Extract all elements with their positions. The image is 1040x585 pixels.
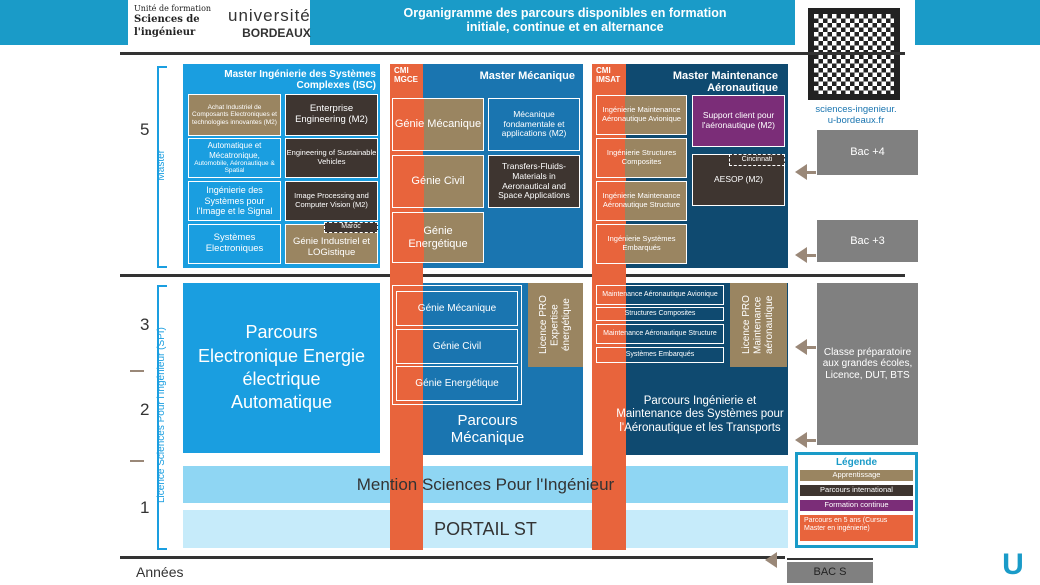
licence-maint-avionique[interactable]: Maintenance Aéronautique Avionique — [596, 285, 724, 305]
portail-st[interactable]: PORTAIL ST — [434, 518, 537, 539]
legend-apprentissage: Apprentissage — [800, 470, 913, 481]
licence-genie-energetique[interactable]: Génie Energétique — [396, 366, 518, 401]
ub-logo: université BORDEAUX — [228, 6, 311, 40]
lpro-expertise-energetique[interactable]: Licence PRO Expertise énergétique — [528, 283, 583, 367]
ufr-logo-line: l'ingénieur — [134, 26, 196, 38]
years-label: Années — [136, 564, 184, 580]
legend-international: Parcours international — [800, 485, 913, 496]
isc-enterprise[interactable]: Enterprise Engineering (M2) — [285, 94, 378, 136]
year-3: 3 — [140, 315, 150, 334]
maint-structure[interactable]: Ingénierie Maintenance Aéronautique Stru… — [596, 181, 687, 221]
cmi-mgce-label: CMI MGCE — [394, 66, 418, 84]
mention-bar-background — [183, 466, 788, 503]
header-logo-area: Unité de formation Sciences de l'ingénie… — [128, 0, 311, 45]
isc-automatique[interactable]: Automatique et Mécatronique, Automobile,… — [188, 138, 281, 178]
divider — [787, 558, 873, 560]
year-2: 2 — [140, 400, 150, 419]
arrow-left-icon — [765, 552, 777, 568]
arrow-shaft — [806, 171, 816, 174]
tick — [130, 370, 144, 372]
licence-maint-structure[interactable]: Maintenance Aéronautique Structure — [596, 324, 724, 344]
bac-s-box: BAC S — [787, 562, 873, 583]
meca-genie-energetique[interactable]: Génie Energétique — [392, 212, 484, 263]
parcours-maintenance[interactable]: Parcours Ingénierie et Maintenance des S… — [616, 395, 784, 434]
cmi-imsat-label: CMI IMSAT — [596, 66, 621, 84]
lpro-maintenance-aeronautique[interactable]: Licence PRO Maintenance aéronautique — [730, 283, 787, 367]
isc-systemes-electroniques[interactable]: Systèmes Electroniques — [188, 224, 281, 264]
arrow-left-icon — [795, 432, 807, 448]
meca-tfmasa[interactable]: Transfers-Fluids-Materials in Aeronautic… — [488, 155, 580, 208]
master-meca-title: Master Mécanique — [479, 70, 575, 82]
isc-achat[interactable]: Achat Industriel de Composants Electroni… — [188, 94, 281, 136]
website-link[interactable]: sciences-ingenieur. u-bordeaux.fr — [815, 104, 897, 126]
arrow-left-icon — [795, 247, 807, 263]
isc-automatique-sub: Automobile, Aéronautique & Spatial — [194, 159, 275, 175]
parcours-electronique[interactable]: Parcours Electronique Energie électrique… — [183, 283, 380, 453]
maint-avionique[interactable]: Ingénierie Maintenance Aéronautique Avio… — [596, 95, 687, 135]
licence-genie-civil[interactable]: Génie Civil — [396, 329, 518, 364]
ufr-logo-line: Sciences de — [134, 14, 200, 25]
meca-licence-group — [392, 285, 522, 405]
legend-continue: Formation continue — [800, 500, 913, 511]
portail-bar-background — [183, 510, 788, 548]
lpro-label: Licence PRO Expertise énergétique — [538, 295, 573, 355]
divider — [120, 274, 905, 277]
page-title: Organigramme des parcours disponibles en… — [330, 6, 800, 35]
licence-genie-mecanique[interactable]: Génie Mécanique — [396, 291, 518, 326]
maint-composites[interactable]: Ingénierie Structures Composites — [596, 138, 687, 178]
parcours-mecanique[interactable]: Parcours Mécanique — [450, 411, 525, 446]
arrow-shaft — [806, 346, 816, 349]
bac4-box: Bac +4 — [817, 130, 918, 175]
year-1: 1 — [140, 498, 150, 517]
prepa-box: Classe préparatoire aux grandes écoles, … — [817, 283, 918, 445]
arrow-shaft — [806, 439, 816, 442]
tick — [130, 460, 144, 462]
meca-fondamentale[interactable]: Mécanique fondamentale et applications (… — [488, 98, 580, 151]
divider — [120, 556, 785, 559]
title-line: Organigramme des parcours disponibles en… — [403, 6, 727, 20]
arrow-left-icon — [795, 164, 807, 180]
isc-automatique-label: Automatique et Mécatronique, — [207, 141, 262, 160]
master-bracket — [157, 66, 167, 268]
meca-genie-civil[interactable]: Génie Civil — [392, 155, 484, 208]
legend: Légende Apprentissage Parcours internati… — [795, 452, 918, 548]
isc-image-signal[interactable]: Ingénierie des Systèmes pour l'Image et … — [188, 181, 281, 221]
ufr-logo: Unité de formation Sciences de l'ingénie… — [134, 4, 211, 39]
ufr-logo-line: Unité de formation — [134, 4, 212, 13]
master-label: Master — [156, 150, 167, 181]
divider — [120, 52, 905, 55]
legend-cursus: Parcours en 5 ans (Cursus Master en ingé… — [800, 515, 913, 541]
master-maint-title: Master Maintenance Aéronautique — [672, 70, 778, 94]
ub-logo-text: université — [228, 6, 311, 25]
isc-sustainable[interactable]: Engineering of Sustainable Vehicles — [285, 138, 378, 178]
lpro-label: Licence PRO Maintenance aéronautique — [741, 295, 776, 355]
maint-embarques[interactable]: Ingénierie Systèmes Embarqués — [596, 224, 687, 264]
arrow-left-icon — [795, 339, 807, 355]
mention-spi[interactable]: Mention Sciences Pour l'Ingénieur — [356, 474, 615, 494]
licence-structures-composites[interactable]: Structures Composites — [596, 307, 724, 321]
bac3-box: Bac +3 — [817, 220, 918, 262]
legend-title: Légende — [835, 457, 878, 468]
licence-bracket — [157, 285, 167, 550]
licence-systemes-embarques[interactable]: Systèmes Embarqués — [596, 347, 724, 363]
maroc-badge: Maroc — [324, 222, 378, 233]
licence-label: Licence Sciences Pour l'Ingénieur (SPI) — [156, 327, 167, 503]
master-isc-title: Master Ingénierie des Systèmes Complexes… — [224, 69, 376, 91]
cincinnati-badge: Cincinnati — [729, 154, 785, 166]
arrow-shaft — [806, 254, 816, 257]
year-5: 5 — [140, 120, 150, 139]
isc-image-processing[interactable]: Image Processing and Computer Vision (M2… — [285, 181, 378, 221]
ub-u-logo: U — [1002, 547, 1024, 581]
meca-genie-mecanique[interactable]: Génie Mécanique — [392, 98, 484, 151]
maint-support-client[interactable]: Support client pour l'aéronautique (M2) — [692, 95, 785, 147]
ub-logo-text2: BORDEAUX — [242, 26, 311, 40]
title-line: initiale, continue et en alternance — [466, 20, 664, 35]
